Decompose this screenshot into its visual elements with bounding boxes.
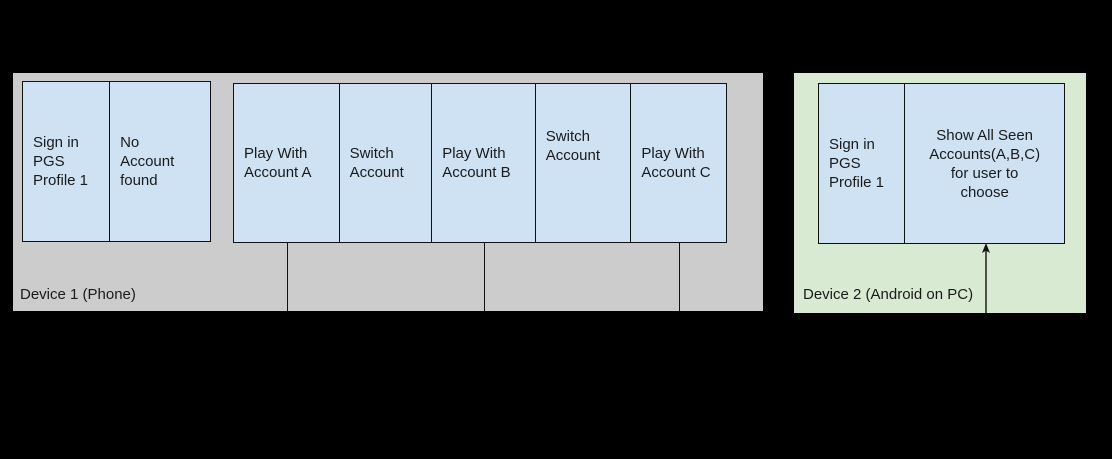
connector-line-2	[484, 243, 485, 311]
box-sign-in-pgs-profile-1-device2[interactable]: Sign in PGS Profile 1	[819, 84, 906, 243]
box-play-with-account-c[interactable]: Play With Account C	[641, 145, 711, 181]
box-switch-account-1[interactable]: Switch Account	[340, 84, 433, 242]
box-switch-account-2[interactable]: Switch Account	[536, 84, 632, 242]
box-show-all-seen-accounts[interactable]: Show All Seen Accounts(A,B,C) for user t…	[929, 126, 1041, 201]
box-play-with-account-b[interactable]: Play With Account B	[432, 84, 536, 242]
device1-group-b: Play With Account A Switch Account Play …	[233, 83, 727, 243]
box-no-account-found[interactable]: No Account found	[120, 134, 175, 189]
box-play-with-account-a[interactable]: Play With Account A	[234, 84, 340, 242]
upward-arrow-icon	[982, 243, 990, 314]
connector-line-3	[679, 243, 680, 311]
device2-label: Device 2 (Android on PC)	[803, 286, 974, 303]
device2-group: Sign in PGS Profile 1 Show All Seen Acco…	[818, 83, 1065, 244]
device1-label: Device 1 (Phone)	[20, 286, 136, 303]
connector-line-1	[287, 243, 288, 311]
device1-group-a: Sign in PGS Profile 1 No Account found	[22, 81, 211, 242]
box-sign-in-pgs-profile-1[interactable]: Sign in PGS Profile 1	[23, 82, 111, 241]
